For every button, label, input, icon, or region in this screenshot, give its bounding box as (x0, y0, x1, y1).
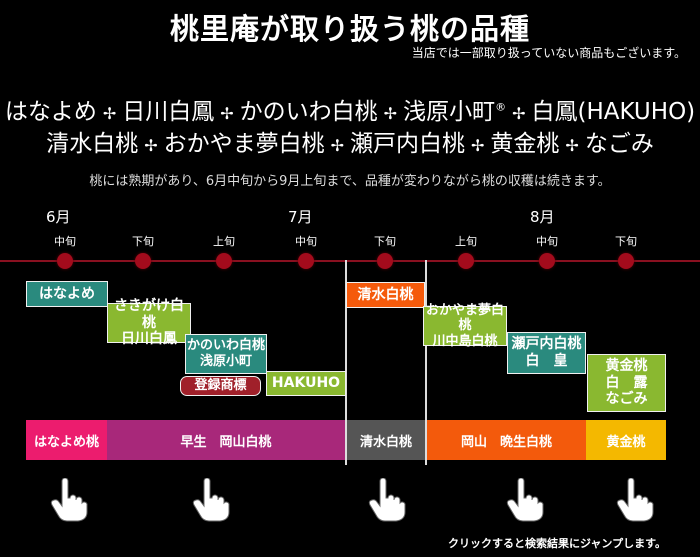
harvest-description: 桃には熟期があり、6月中旬から9月上旬まで、品種が変わりながら桃の収穫は続きます… (89, 174, 611, 189)
variety-line-2: 清水白桃 ✢ おかやま夢白桃 ✢ 瀬戸内白桃 ✢ 黄金桃 ✢ なごみ (0, 124, 700, 158)
tag-line: 川中島白桃 (432, 333, 498, 349)
tag-line: 白 皇 (525, 353, 568, 369)
bar-hanayome[interactable]: はなよめ桃 (26, 420, 107, 460)
separator-icon: ✢ (330, 136, 344, 155)
bar-shimizu[interactable]: 清水白桃 (347, 420, 425, 460)
period-label: 下旬 (132, 235, 154, 248)
timeline-marker (618, 253, 634, 269)
pointing-hand-icon[interactable] (48, 478, 88, 522)
period-label: 中旬 (54, 235, 76, 248)
tag-kanoiwa-asahara[interactable]: かのいわ白桃 浅原小町 (185, 334, 267, 374)
variety-name: 白鳳(HAKUHO) (531, 99, 696, 125)
separator-icon: ✢ (102, 104, 117, 123)
month-label: 7月 (288, 208, 313, 226)
month-label: 6月 (46, 208, 71, 226)
registered-trademark-badge: 登録商標 (180, 376, 261, 396)
stock-note: 当店では一部取り扱っていない商品もございます。 (411, 46, 686, 60)
timeline-marker (377, 253, 393, 269)
pointing-hand-icon[interactable] (190, 478, 230, 522)
variety-line-1: はなよめ ✢ 日川白鳳 ✢ かのいわ白桃 ✢ 浅原小町® ✢ 白鳳(HAKUHO) (0, 92, 700, 126)
page-title: 桃里庵が取り扱う桃の品種 (169, 12, 530, 46)
period-label: 上旬 (213, 235, 235, 248)
registered-mark: ® (495, 100, 507, 114)
separator-icon: ✢ (565, 136, 579, 155)
period-label: 下旬 (615, 235, 637, 248)
separator-icon: ✢ (383, 104, 398, 123)
timeline-marker (458, 253, 474, 269)
timeline-marker (135, 253, 151, 269)
pointing-hand-icon[interactable] (504, 478, 544, 522)
period-label: 下旬 (374, 235, 396, 248)
tag-hakuho[interactable]: HAKUHO (266, 371, 346, 396)
timeline-marker (298, 253, 314, 269)
bar-late-okayama[interactable]: 岡山 晩生白桃 (427, 420, 586, 460)
separator-icon: ✢ (512, 104, 526, 123)
tag-line: おかやま夢白桃 (425, 302, 504, 334)
bar-ougon[interactable]: 黄金桃 (586, 420, 666, 460)
timeline-marker (216, 253, 232, 269)
variety-name: 浅原小町 (403, 99, 496, 125)
tag-okayama-yume[interactable]: おかやま夢白桃 川中島白桃 (423, 302, 507, 349)
tag-line: 白 露 (605, 374, 648, 391)
tag-shimizu[interactable]: 清水白桃 (346, 282, 425, 308)
separator-icon: ✢ (471, 136, 485, 155)
period-label: 中旬 (295, 235, 317, 248)
separator-icon: ✢ (220, 104, 234, 123)
period-label: 上旬 (455, 235, 477, 248)
pointing-hand-icon[interactable] (366, 478, 406, 522)
variety-name: かのいわ白桃 (239, 99, 378, 125)
tag-ougon[interactable]: 黄金桃 白 露 なごみ (587, 354, 666, 412)
tag-hanayome[interactable]: はなよめ (26, 281, 108, 307)
month-label: 8月 (530, 208, 555, 226)
variety-name: なごみ (584, 131, 654, 157)
tag-setouchi[interactable]: 瀬戸内白桃 白 皇 (507, 332, 586, 374)
tag-hikawa-hakuho[interactable]: さきがけ白桃 日川白鳳 (107, 298, 191, 347)
season-divider (425, 260, 427, 465)
variety-name: 清水白桃 (46, 131, 139, 157)
tag-line: 浅原小町 (199, 354, 252, 369)
variety-name: はなよめ (4, 99, 97, 125)
tag-line: 瀬戸内白桃 (511, 336, 582, 353)
variety-name: 瀬戸内白桃 (350, 131, 465, 157)
tag-line: さきがけ白桃 (114, 297, 184, 331)
timeline-line (0, 260, 700, 262)
separator-icon: ✢ (144, 136, 158, 155)
timeline-marker (57, 253, 73, 269)
season-divider (345, 260, 347, 465)
bar-early-okayama[interactable]: 早生 岡山白桃 (107, 420, 345, 460)
pointing-hand-icon[interactable] (614, 478, 654, 522)
variety-name: おかやま夢白桃 (163, 131, 325, 157)
period-label: 中旬 (536, 235, 558, 248)
tag-line: 日川白鳳 (121, 331, 177, 348)
variety-name: 黄金桃 (490, 131, 560, 157)
tag-line: かのいわ白桃 (186, 338, 265, 354)
tag-line: なごみ (605, 391, 648, 408)
footer-note: クリックすると検索結果にジャンプします。 (447, 537, 666, 550)
variety-name: 日川白鳳 (122, 99, 215, 125)
timeline-marker (539, 253, 555, 269)
tag-line: 黄金桃 (605, 357, 648, 374)
